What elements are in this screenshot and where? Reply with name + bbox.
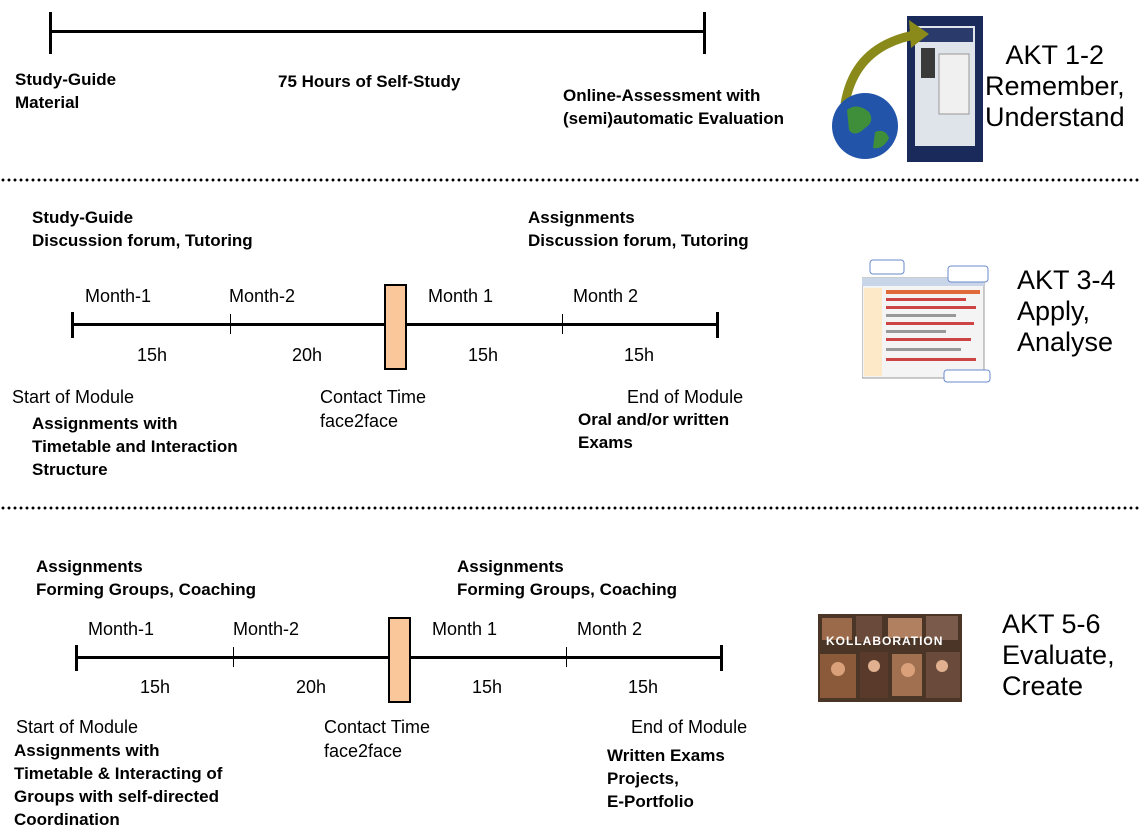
forum-screenshot-thumbnail	[862, 258, 992, 383]
online-assessment-label: Online-Assessment with (semi)automatic E…	[563, 86, 785, 128]
assignments-forum-label: Assignments Discussion forum, Tutoring	[528, 208, 749, 250]
hours-label: 15h	[472, 677, 503, 697]
contact-time-block	[388, 617, 411, 703]
self-study-hours-label: 75 Hours of Self-Study	[278, 72, 461, 91]
month-label: Month 2	[577, 619, 643, 639]
section-divider-1	[0, 178, 1139, 182]
akt-1-2-label: AKT 1-2 Remember, Understand	[985, 40, 1125, 132]
end-of-module-label: End of Module	[631, 717, 748, 737]
timeline-end-tick	[720, 645, 723, 671]
akt-5-6-label: AKT 5-6 Evaluate, Create	[1002, 609, 1115, 701]
timeline-start-tick	[49, 12, 52, 54]
month-label: Month-1	[85, 286, 152, 306]
section-divider-2	[0, 506, 1139, 510]
hours-label: 15h	[624, 345, 655, 365]
assignments-timetable-label: Assignments with Timetable and Interacti…	[32, 414, 238, 479]
month-label: Month-1	[88, 619, 155, 639]
timeline-start-tick	[75, 645, 78, 671]
hours-label: 15h	[140, 677, 171, 697]
month-divider-tick	[233, 647, 234, 667]
assignments-groups-label: Assignments Forming Groups, Coaching	[36, 557, 257, 599]
collaboration-image-caption: KOLLABORATION	[826, 634, 944, 648]
month-divider-tick	[562, 314, 563, 334]
hours-label: 20h	[296, 677, 327, 697]
hours-label: 15h	[628, 677, 659, 697]
selfstudy-timeline	[50, 30, 705, 33]
assignments-groups-label: Assignments Forming Groups, Coaching	[457, 557, 678, 599]
contact-time-block	[384, 284, 407, 370]
timeline-end-tick	[716, 312, 719, 338]
hours-label: 15h	[137, 345, 168, 365]
month-label: Month-2	[229, 286, 296, 306]
month-divider-tick	[566, 647, 567, 667]
contact-time-label: Contact Time face2face	[324, 717, 431, 761]
start-of-module-label: Start of Module	[16, 717, 139, 737]
end-of-module-label: End of Module	[627, 387, 744, 407]
start-of-module-label: Start of Module	[12, 387, 135, 407]
month-divider-tick	[230, 314, 231, 334]
hours-label: 15h	[468, 345, 499, 365]
month-label: Month 1	[432, 619, 498, 639]
timeline-start-tick	[71, 312, 74, 338]
assessment-illustration	[825, 14, 985, 164]
study-guide-forum-label: Study-Guide Discussion forum, Tutoring	[32, 208, 253, 250]
month-label: Month-2	[233, 619, 300, 639]
month-label: Month 2	[573, 286, 639, 306]
month-label: Month 1	[428, 286, 494, 306]
hours-label: 20h	[292, 345, 323, 365]
akt-3-4-label: AKT 3-4 Apply, Analyse	[1017, 265, 1116, 357]
study-guide-material-label: Study-Guide Material	[15, 70, 117, 112]
assignments-groups-coordination-label: Assignments with Timetable & Interacting…	[14, 741, 223, 829]
timeline-end-tick	[703, 12, 706, 54]
contact-time-label: Contact Time face2face	[320, 387, 427, 431]
written-exams-label: Written Exams Projects, E-Portfolio	[607, 746, 725, 811]
collaboration-photo-collage: KOLLABORATION	[818, 614, 962, 702]
exams-label: Oral and/or written Exams	[578, 410, 730, 452]
